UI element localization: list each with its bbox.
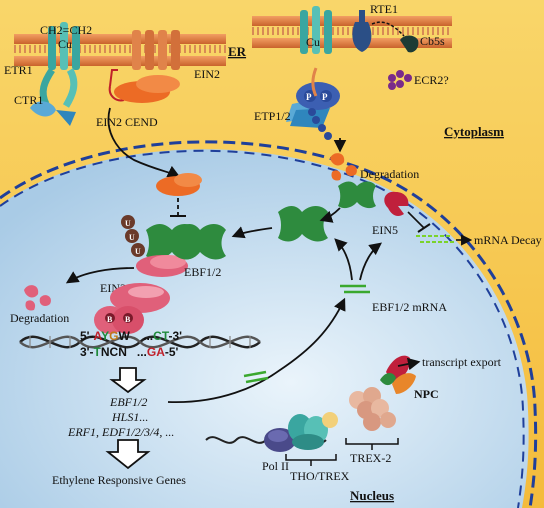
degradation-label-top: Degradation bbox=[360, 167, 419, 181]
mrna-decay-label: mRNA Decay bbox=[474, 233, 542, 247]
ecr2-label: ECR2? bbox=[414, 73, 449, 87]
trex2-label: TREX-2 bbox=[350, 451, 391, 465]
ein2-label: EIN2 bbox=[194, 67, 220, 81]
export-adaptor bbox=[322, 412, 338, 428]
nuclear-envelope-inner bbox=[0, 149, 525, 508]
rte1-label: RTE1 bbox=[370, 2, 398, 16]
gene-ebf12: EBF1/2 bbox=[109, 395, 147, 409]
dna-helix bbox=[19, 335, 261, 349]
sequence-top: 5'-AYGW...CT-3' bbox=[80, 329, 182, 343]
ctr1-label: CTR1 bbox=[14, 93, 43, 107]
er-membrane-right bbox=[252, 16, 452, 48]
mrna-mid bbox=[243, 370, 269, 384]
ein5-label: EIN5 bbox=[372, 223, 398, 237]
ethylene-responsive-genes: Ethylene Responsive Genes bbox=[52, 473, 186, 487]
degradation-label-left: Degradation bbox=[10, 311, 69, 325]
er-label: ER bbox=[228, 44, 247, 59]
b-label-2: B bbox=[125, 315, 131, 324]
degradation-fragments-left bbox=[24, 285, 51, 311]
pol-ii bbox=[264, 428, 296, 452]
ebf12-cytoplasm bbox=[338, 181, 376, 209]
arrow-mrna-to-ebf bbox=[334, 238, 353, 281]
ebf12-label-left: EBF1/2 bbox=[184, 265, 221, 279]
ebf12-mrna bbox=[340, 284, 370, 294]
inhibit-ein5-line bbox=[407, 211, 425, 229]
inhibit-ein5-bar bbox=[417, 223, 431, 233]
ebf12-free-left bbox=[176, 224, 226, 260]
etr1-receptor bbox=[39, 22, 80, 108]
hollow-arrow-1 bbox=[109, 367, 147, 394]
u-label-1: U bbox=[125, 219, 131, 228]
b-label-1: B bbox=[107, 315, 113, 324]
ctr1-kinase bbox=[30, 101, 76, 126]
arrow-mrna-to-decay bbox=[359, 242, 383, 281]
ein3-bound bbox=[136, 255, 188, 277]
arrow-genes-to-mrna bbox=[167, 297, 346, 403]
arrow-to-degradation-left bbox=[65, 267, 135, 284]
etr1-label: ETR1 bbox=[4, 63, 33, 77]
nucleus-label: Nucleus bbox=[350, 488, 394, 503]
tho-trex bbox=[288, 414, 328, 450]
npc-label: NPC bbox=[414, 387, 439, 401]
p-label-etp-1: P bbox=[306, 92, 312, 102]
ch2-label: CH2=CH2 bbox=[40, 23, 92, 37]
ebf12-mrna-label: EBF1/2 mRNA bbox=[372, 300, 447, 314]
u-label-2: U bbox=[129, 233, 135, 242]
cu-right-label: Cu bbox=[306, 35, 320, 49]
hollow-arrow-2 bbox=[105, 439, 151, 470]
sequence-bottom: 3'-TNCN...GA-5' bbox=[80, 345, 179, 359]
ecr2-complex bbox=[388, 70, 412, 90]
ein2-cend-label: EIN2 CEND bbox=[96, 115, 158, 129]
ein3-dimer bbox=[94, 283, 170, 334]
gene-erf-line: ERF1, EDF1/2/3/4, ... bbox=[67, 425, 174, 439]
pol-ii-label: Pol II bbox=[262, 459, 289, 473]
tho-trex-label: THO/TREX bbox=[290, 469, 350, 483]
ein2-cend-nuclear bbox=[156, 173, 202, 196]
ein2-protein bbox=[108, 30, 180, 102]
right-receptor bbox=[300, 6, 332, 54]
tho-trex-bracket bbox=[285, 454, 337, 466]
cb5s-label: Cb5s bbox=[420, 34, 445, 48]
transcript-export-label: transcript export bbox=[422, 355, 502, 369]
cb5s-protein bbox=[371, 21, 419, 53]
ubiquitin-chain bbox=[121, 215, 145, 257]
npc-pore bbox=[380, 355, 416, 394]
cu-left-label: Cu bbox=[58, 37, 72, 51]
etp12-label: ETP1/2 bbox=[254, 109, 291, 123]
p-label-etp-2: P bbox=[322, 92, 328, 102]
er-membrane-left bbox=[14, 34, 226, 66]
etp12-complex bbox=[286, 67, 340, 140]
rte1-protein bbox=[352, 10, 372, 52]
trex2-bracket bbox=[345, 438, 399, 450]
trex2-complex bbox=[349, 387, 396, 431]
mrna-decay-fragments bbox=[416, 235, 456, 243]
nuclear-envelope-outer bbox=[0, 140, 538, 508]
degradation-fragments-top bbox=[330, 153, 357, 181]
ebf12-free-right bbox=[278, 206, 328, 242]
cytoplasm-label: Cytoplasm bbox=[444, 124, 504, 139]
arrow-ebf-cyto-to-nuc bbox=[319, 207, 341, 223]
arrow-ebf-to-left bbox=[231, 226, 273, 239]
u-label-3: U bbox=[135, 247, 141, 256]
arrow-ein2-to-cend bbox=[107, 107, 181, 178]
ein5-protein bbox=[384, 191, 409, 216]
gene-hls1: HLS1... bbox=[111, 410, 148, 424]
ein2-cend-membrane bbox=[114, 75, 180, 103]
arrow-transcript-export bbox=[397, 357, 421, 371]
